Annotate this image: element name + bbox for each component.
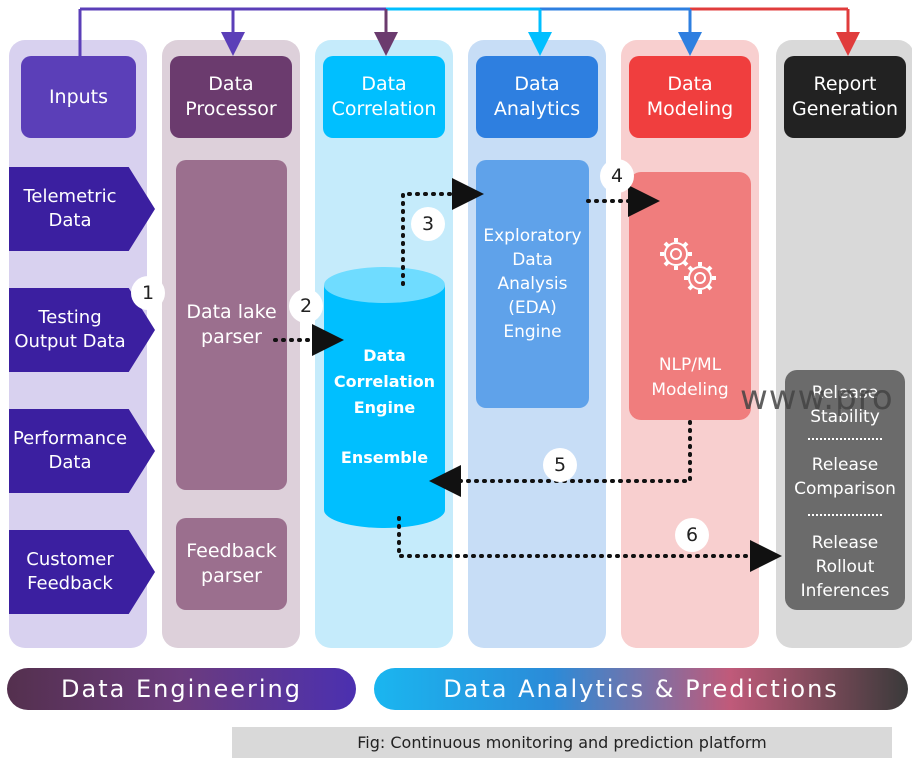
input-testing-output-data: Testing Output Data	[9, 288, 155, 372]
step-3-marker: 3	[411, 207, 445, 241]
inputs-header: Inputs	[21, 56, 136, 138]
data-processor-header: Data Processor	[170, 56, 292, 138]
data-correlation-header: Data Correlation	[323, 56, 445, 138]
eda-engine: Exploratory Data Analysis (EDA) Engine	[476, 160, 589, 408]
report-divider-1	[808, 438, 882, 440]
data-engineering-band: Data Engineering	[7, 668, 356, 710]
release-stability: Release Stability	[810, 383, 880, 427]
step-5-marker: 5	[543, 448, 577, 482]
nlp-ml-modeling-label: NLP/ML Modeling	[651, 355, 729, 400]
figure-caption: Fig: Continuous monitoring and predictio…	[232, 727, 892, 758]
input-customer-feedback: Customer Feedback	[9, 530, 155, 614]
data-correlation-cylinder	[324, 267, 445, 528]
release-rollout-inferences: Release Rollout Inferences	[800, 533, 890, 601]
top-connector-lines	[78, 7, 860, 56]
step-1-marker: 1	[131, 276, 165, 310]
step-6-marker: 6	[675, 518, 709, 552]
step-4-marker: 4	[600, 159, 634, 193]
data-analytics-header: Data Analytics	[476, 56, 598, 138]
gears-icon	[660, 238, 716, 294]
data-correlation-engine-label: Data Correlation Engine	[333, 346, 436, 417]
ensemble-label: Ensemble	[340, 447, 429, 467]
release-comparison: Release Comparison	[794, 455, 896, 499]
input-telemetric-data: Telemetric Data	[9, 167, 155, 251]
data-modeling-header: Data Modeling	[629, 56, 751, 138]
report-divider-2	[808, 514, 882, 516]
watermark: www.pro	[740, 378, 894, 418]
data-lake-parser: Data lake parser	[176, 160, 287, 490]
data-analytics-predictions-band: Data Analytics & Predictions	[374, 668, 908, 710]
report-generation-header: Report Generation	[784, 56, 906, 138]
input-performance-data: Performance Data	[9, 409, 155, 493]
step-2-marker: 2	[289, 289, 323, 323]
report-box	[785, 370, 905, 610]
feedback-parser: Feedback parser	[176, 518, 287, 610]
